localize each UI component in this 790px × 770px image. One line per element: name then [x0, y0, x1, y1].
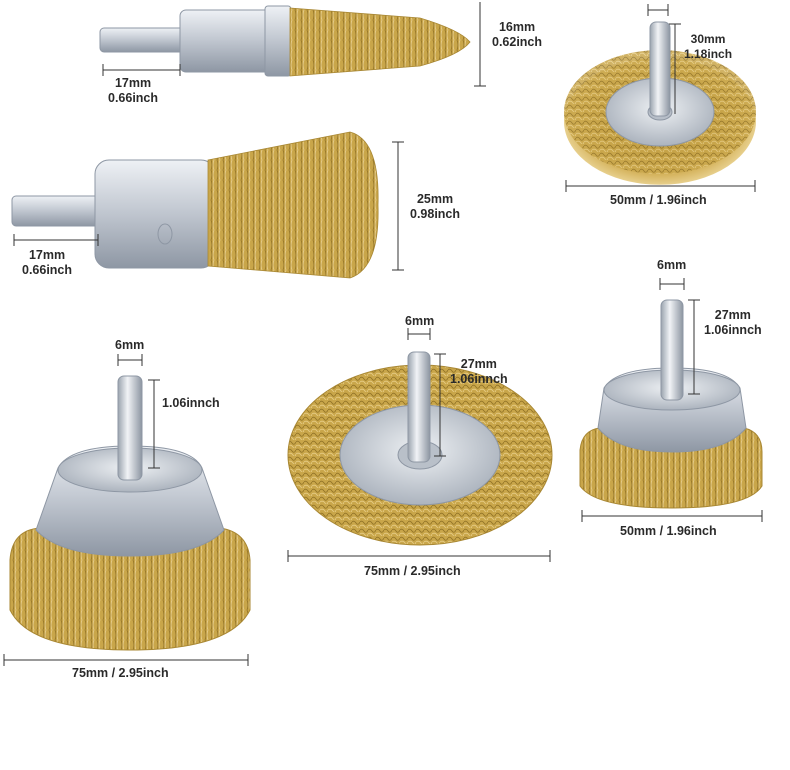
cup-large-diameter-label: 75mm / 2.95inch: [72, 666, 169, 680]
dimension-lines-cup-large: [3, 354, 249, 666]
cup-large-height-label: 1.06innch: [162, 396, 220, 410]
cup-small-shank-label: 6mm: [657, 258, 687, 272]
wheel-brush-small: [564, 21, 756, 185]
dimension-lines-wheel-small: [565, 4, 756, 192]
wheel-small-diameter-label: 50mm / 1.96inch: [610, 193, 707, 207]
cup-small-diameter-label: 50mm / 1.96inch: [620, 524, 717, 538]
end-brush-small: [99, 5, 471, 77]
cup-large-shank-label: 6mm: [115, 338, 145, 352]
cup-brush-small: [579, 299, 763, 509]
wheel-large-shank-label: 6mm: [405, 314, 435, 328]
dimension-lines-wheel-large: [287, 328, 551, 562]
dimension-lines-brush2: [13, 141, 404, 271]
end-brush-large: [11, 131, 379, 279]
dimension-lines-cup-small: [581, 278, 763, 522]
dimension-lines-brush1: [102, 2, 486, 87]
wheel-large-diameter-label: 75mm / 2.95inch: [364, 564, 461, 578]
cup-brush-large: [9, 375, 251, 651]
wheel-brush-large: [287, 351, 553, 546]
